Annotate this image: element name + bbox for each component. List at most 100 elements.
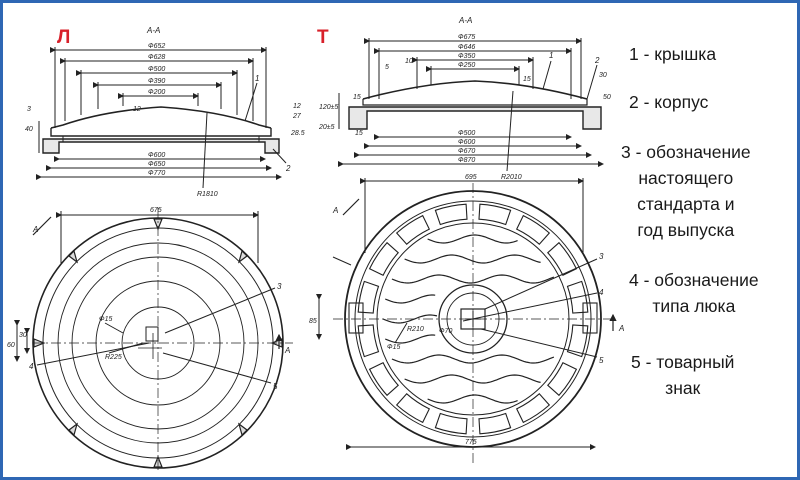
right-dim-30: 30 [599,72,607,79]
left-section-dim-labels: Ф652 Ф628 Ф500 Ф390 Ф200 Ф600 Ф650 Ф770 … [25,43,305,198]
right-dim-15b: 15 [355,130,363,137]
wave-rib [404,254,541,264]
legend-item-5-line-1: 5 - товарный [631,352,735,372]
left-dim-652: Ф652 [148,43,165,50]
legend-item-4: 4 - обозначение типа люка [629,267,759,319]
legend-item-4-line-1: 4 - обозначение [629,270,759,290]
right-section-mark-top: А [332,206,338,215]
legend-item-1-line-1: 1 - крышка [629,44,717,64]
right-radius: R2010 [501,174,522,181]
legend-item-3: 3 - обозначение настоящего стандарта и г… [621,139,751,243]
right-dim-20: 20±5 [318,124,335,131]
left-callout-4: 4 [29,362,34,371]
right-rim-slots [357,203,589,435]
wave-rib [384,294,436,304]
left-plan-view [14,208,293,473]
left-callout-2: 2 [285,164,291,173]
wave-rib [427,234,518,244]
legend-item-2: 2 - корпус [629,89,708,115]
right-dim-350: Ф350 [458,53,475,60]
legend-item-2-line-1: 2 - корпус [629,92,709,112]
rim-slot [547,361,578,397]
left-dim-628: Ф628 [148,54,165,61]
left-plan-30: 30 [19,332,27,339]
right-plan-view [316,178,617,463]
right-dim-15a: 15 [353,94,361,101]
wave-rib [427,394,518,404]
left-radius: R1810 [197,191,218,198]
left-plan-r225: R225 [105,354,122,361]
left-dim-770: Ф770 [148,170,165,177]
rim-slot [566,324,589,358]
left-plan-labels: 675 Ф15 R225 60 30 3 4 5 А А [7,207,290,391]
left-dim-600: Ф600 [148,152,165,159]
right-dim-500: Ф500 [458,130,475,137]
right-section-view: А-А [338,16,604,172]
legend-item-3-line-3: стандарта и [637,194,735,214]
left-dim-27: 27 [292,113,302,120]
right-plan-775: 775 [465,439,477,446]
legend-item-3-line-2: настоящего [638,168,734,188]
left-dim-200: Ф200 [148,89,165,96]
right-callout-2: 2 [594,56,600,65]
right-wave-ribs [382,234,555,404]
right-dim-5: 5 [385,64,389,71]
right-callout-3: 3 [599,252,604,261]
rim-slot [357,324,380,358]
right-dim-250: Ф250 [458,62,475,69]
right-plan-f70: Ф70 [439,328,452,335]
right-dim-15c: 15 [523,76,531,83]
left-section-view: А-А [36,26,287,189]
rim-slot [566,280,589,314]
left-section-mark-side: А [284,346,290,355]
wave-rib [391,354,555,364]
rim-slot [434,203,468,226]
drawings-canvas: Л Т А-А Ф652 Ф628 Ф500 Ф390 Ф20 [7,16,624,473]
right-dim-675: Ф675 [458,34,475,41]
left-dim-390: Ф390 [148,78,165,85]
right-dim-120: 120±5 [319,104,339,111]
rim-slot [395,214,431,245]
right-plan-695: 695 [465,174,477,181]
left-plan-f15: Ф15 [99,316,112,323]
rim-slot [515,214,551,245]
rim-slot [357,280,380,314]
variant-left-letter: Л [57,27,70,48]
right-callout-1: 1 [549,51,553,60]
legend-item-5: 5 - товарный знак [631,349,734,401]
left-callout-1: 1 [255,74,259,83]
right-section-mark-side: А [618,324,624,333]
left-plan-60: 60 [7,342,15,349]
wave-rib [404,374,541,384]
rim-slot [434,412,468,435]
wave-rib [382,314,438,324]
right-plan-f15: Ф15 [387,344,400,351]
legend-item-5-line-2: знак [665,378,701,398]
right-dim-50: 50 [603,94,611,101]
rim-slot [368,361,399,397]
left-dim-500: Ф500 [148,66,165,73]
left-section-title: А-А [146,26,160,35]
right-dim-670: Ф670 [458,148,475,155]
right-section-title: А-А [458,16,472,25]
right-plan-85: 85 [309,318,317,325]
left-dim-650: Ф650 [148,161,165,168]
right-callout-5: 5 [599,356,604,365]
left-plan-675: 675 [150,207,162,214]
right-plan-r210: R210 [407,326,424,333]
right-dim-870: Ф870 [458,157,475,164]
left-dim-12b: 12 [293,103,301,110]
legend-item-3-line-4: год выпуска [637,220,735,240]
legend-item-1: 1 - крышка [629,41,716,67]
rim-slot [515,393,551,424]
left-dim-40: 40 [25,126,33,133]
right-dim-10deg: 10° [405,57,416,65]
rim-slot [395,393,431,424]
right-dim-600: Ф600 [458,139,475,146]
left-section-mark-top: А [32,225,38,234]
rim-slot [478,203,512,226]
right-section-dim-labels: Ф675 Ф646 Ф350 Ф250 Ф500 Ф600 Ф670 Ф870 … [318,34,611,181]
left-callout-3: 3 [277,282,282,291]
rim-slot [478,412,512,435]
